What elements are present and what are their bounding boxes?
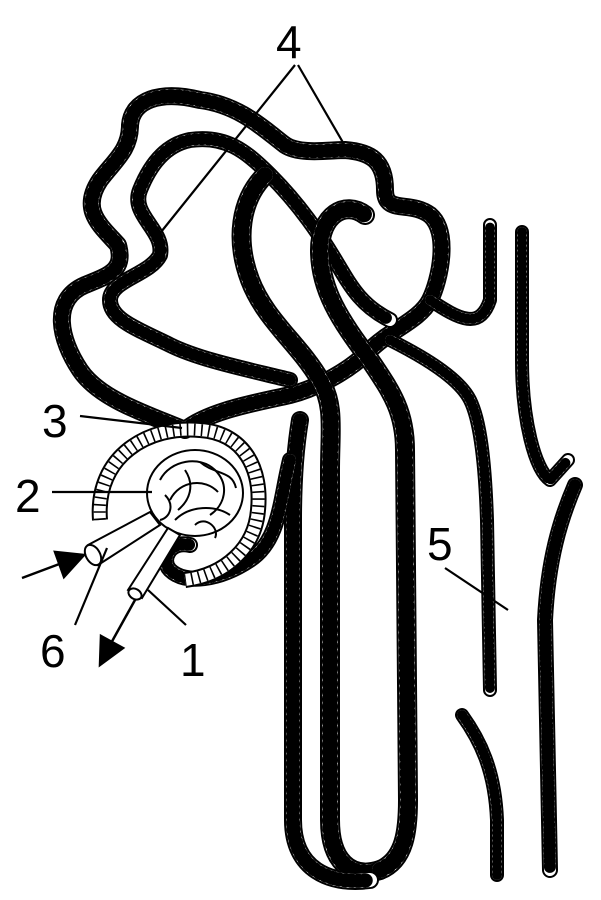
leader-5 bbox=[444, 567, 509, 611]
bowmans-capsule bbox=[91, 421, 267, 588]
collecting-duct-lower bbox=[537, 477, 583, 878]
label-3: 3 bbox=[42, 395, 68, 447]
glomerulus bbox=[146, 449, 244, 539]
leader-1 bbox=[147, 589, 187, 626]
connecting-tubule bbox=[383, 333, 497, 697]
outflow-arrowhead bbox=[98, 633, 126, 668]
henle-ascending-limb bbox=[310, 199, 418, 880]
henle-descending-limb bbox=[231, 165, 390, 883]
label-5: 5 bbox=[427, 518, 453, 570]
henle-thin-limb bbox=[284, 411, 379, 890]
leader-3 bbox=[79, 414, 183, 430]
tubule-group bbox=[52, 87, 583, 890]
leader-4-left bbox=[156, 64, 296, 238]
label-2: 2 bbox=[15, 470, 41, 522]
proximal-convoluted-tubule bbox=[52, 87, 451, 439]
leader-lines bbox=[52, 64, 509, 626]
leader-4-right bbox=[297, 64, 353, 159]
inflow-arrowhead bbox=[53, 550, 87, 580]
labels: 4 3 2 5 6 1 bbox=[15, 16, 453, 686]
collecting-duct-upper bbox=[515, 225, 575, 487]
collecting-duct-left bbox=[455, 708, 504, 882]
label-1: 1 bbox=[180, 634, 206, 686]
flow-arrows bbox=[21, 550, 137, 668]
outflow-arrow bbox=[108, 599, 137, 646]
label-4: 4 bbox=[276, 16, 302, 68]
upper-right-segment bbox=[423, 218, 497, 326]
label-6: 6 bbox=[40, 625, 66, 677]
leader-6 bbox=[73, 547, 109, 626]
